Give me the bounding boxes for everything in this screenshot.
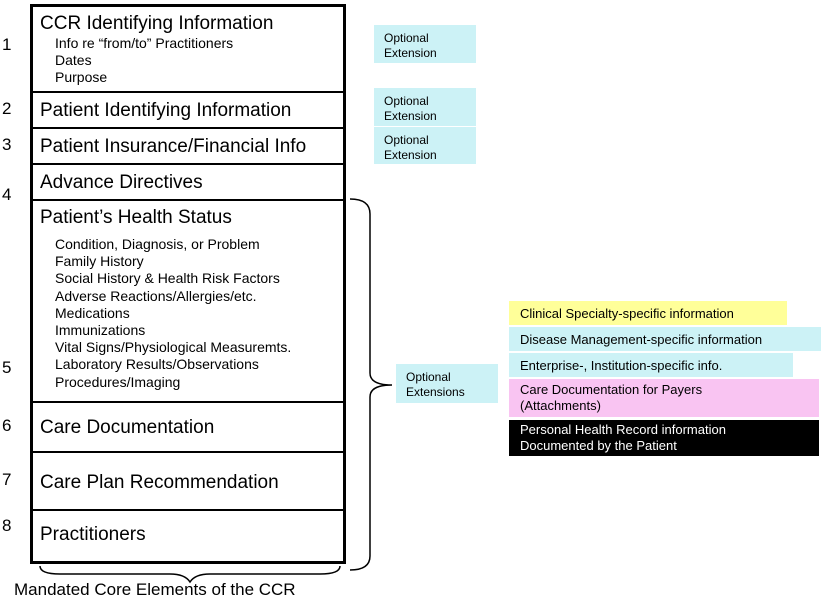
list-item: Info re “from/to” Practitioners (55, 35, 234, 51)
list-item: Laboratory Results/Observations (55, 356, 259, 373)
section-care-documentation: Care Documentation (33, 403, 343, 453)
section-health-status: Patient’s Health Status Condition, Diagn… (33, 201, 343, 403)
section-items: Info re “from/to” Practitioners Dates Pu… (55, 35, 233, 86)
list-item: Dates (55, 52, 92, 68)
section-care-plan: Care Plan Recommendation (33, 453, 343, 511)
section-practitioners: Practitioners (33, 511, 343, 564)
optional-label: Optional (384, 133, 429, 147)
list-item: Family History (55, 253, 144, 270)
extension-clinical-specialty: Clinical Specialty-specific information (509, 301, 787, 325)
section-patient-insurance: Patient Insurance/Financial Info (33, 129, 343, 165)
extension-disease-management: Disease Management-specific information (509, 327, 821, 351)
health-status-brace (349, 198, 393, 571)
list-item: Vital Signs/Physiological Measuremts. (55, 339, 292, 356)
list-item: Medications (55, 304, 130, 321)
extension-label-line: Documented by the Patient (520, 438, 677, 453)
row-number-5: 5 (2, 358, 12, 377)
optional-extensions-box: Optional Extensions (396, 364, 498, 403)
extension-care-documentation-payers: Care Documentation for Payers (Attachmen… (509, 379, 819, 417)
section-title: Advance Directives (40, 172, 203, 193)
optional-label: Optional (384, 94, 429, 108)
section-patient-identifying: Patient Identifying Information (33, 93, 343, 129)
section-title: Patient Identifying Information (40, 100, 292, 121)
section-ccr-identifying: CCR Identifying Information Info re “fro… (33, 7, 343, 93)
section-title: Care Documentation (40, 417, 215, 438)
extension-label: Extension (384, 109, 437, 123)
extensions-label: Extensions (406, 385, 465, 399)
section-title: Care Plan Recommendation (40, 472, 279, 493)
list-item: Procedures/Imaging (55, 373, 181, 390)
row-number-3: 3 (2, 135, 12, 154)
optional-extension-box: Optional Extension (374, 88, 476, 126)
extension-label: Extension (384, 148, 437, 162)
optional-extension-box: Optional Extension (374, 127, 476, 164)
diagram-caption: Mandated Core Elements of the CCR (14, 580, 296, 599)
extension-personal-health-record: Personal Health Record information Docum… (509, 420, 819, 456)
section-advance-directives: Advance Directives (33, 165, 343, 201)
ccr-core-elements-box: CCR Identifying Information Info re “fro… (30, 4, 346, 564)
extension-label-line: Care Documentation for Payers (520, 382, 703, 397)
list-item: Social History & Health Risk Factors (55, 270, 280, 287)
core-elements-brace (39, 565, 341, 584)
section-title: Patient’s Health Status (40, 207, 232, 228)
row-number-4: 4 (2, 185, 12, 204)
row-number-6: 6 (2, 416, 12, 435)
extension-label-line: (Attachments) (520, 398, 601, 413)
section-title: Practitioners (40, 524, 146, 545)
row-number-7: 7 (2, 470, 12, 489)
list-item: Condition, Diagnosis, or Problem (55, 236, 260, 252)
optional-label: Optional (406, 370, 451, 384)
section-title: Patient Insurance/Financial Info (40, 136, 307, 157)
optional-extension-box: Optional Extension (374, 25, 476, 63)
section-items: Condition, Diagnosis, or Problem Family … (55, 236, 291, 391)
optional-label: Optional (384, 31, 429, 45)
list-item: Purpose (55, 69, 108, 85)
extension-label-line: Personal Health Record information (520, 422, 726, 437)
row-number-2: 2 (2, 99, 12, 118)
list-item: Immunizations (55, 322, 146, 339)
section-title: CCR Identifying Information (40, 13, 274, 34)
row-number-1: 1 (2, 35, 12, 54)
extension-enterprise: Enterprise-, Institution-specific info. (509, 353, 793, 377)
list-item: Adverse Reactions/Allergies/etc. (55, 287, 257, 304)
extension-label: Extension (384, 46, 437, 60)
row-number-8: 8 (2, 516, 12, 535)
